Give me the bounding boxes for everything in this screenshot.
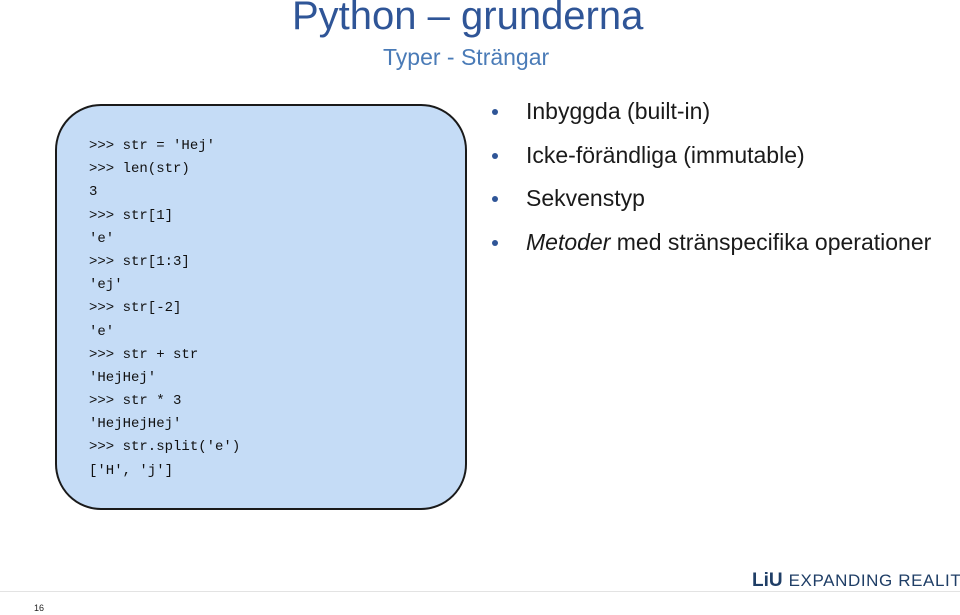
bullet-item: Sekvenstyp bbox=[490, 184, 940, 213]
code-line: ′HejHejHej′ bbox=[89, 416, 182, 433]
code-line: >>> str.split(′e′) bbox=[89, 439, 241, 456]
bullet-dot-icon bbox=[492, 109, 498, 115]
bullet-dot-icon bbox=[492, 239, 498, 246]
code-line: >>> str = ′Hej′ bbox=[89, 138, 216, 154]
code-line: >>> str[1:3] bbox=[89, 253, 190, 270]
slide-title: Python – grunderna bbox=[292, 0, 644, 38]
bullet-text: Icke-förändliga (immutable) bbox=[526, 141, 805, 168]
bullet-dot-icon bbox=[492, 152, 498, 159]
logo-mark: LiU bbox=[752, 570, 783, 591]
bullet-item: Icke-förändliga (immutable) bbox=[490, 141, 940, 170]
code-lines: >>> str = ′Hej′ >>> len(str) 3 >>> str[1… bbox=[89, 135, 240, 483]
bullet-dot-icon bbox=[492, 196, 498, 202]
bullet-text: Sekvenstyp bbox=[526, 185, 645, 211]
bullet-item: Inbyggda (built-in) bbox=[490, 97, 940, 126]
code-line: ′e′ bbox=[89, 323, 115, 340]
code-line: >>> len(str) bbox=[89, 161, 190, 178]
code-line: [′H′, ′j′] bbox=[89, 462, 174, 479]
code-line: ′HejHej′ bbox=[89, 369, 157, 386]
slide-subtitle: Typer - Strängar bbox=[383, 44, 550, 70]
footer-divider bbox=[0, 591, 960, 592]
code-line: >>> str[1] bbox=[89, 207, 174, 224]
page-number: 16 bbox=[34, 603, 45, 613]
code-line: >>> str * 3 bbox=[89, 393, 182, 410]
bullet-text: Inbyggda (built-in) bbox=[526, 98, 711, 124]
bullet-emphasis: Metoder bbox=[526, 228, 611, 255]
bullet-list: Inbyggda (built-in) Icke-förändliga (imm… bbox=[490, 97, 940, 271]
code-line: >>> str[-2] bbox=[89, 300, 182, 317]
code-line: ′e′ bbox=[89, 230, 115, 247]
code-line: ′ej′ bbox=[89, 277, 123, 294]
liu-logo: LiU EXPANDING REALITY bbox=[752, 570, 960, 592]
bullet-text: med stränspecifika operationer bbox=[610, 228, 932, 255]
code-line: >>> str + str bbox=[89, 346, 199, 363]
code-line: 3 bbox=[89, 184, 98, 201]
bullet-item: Metoder med stränspecifika operationer bbox=[490, 228, 940, 257]
logo-tagline: EXPANDING REALITY bbox=[788, 571, 960, 590]
code-example-box: >>> str = ′Hej′ >>> len(str) 3 >>> str[1… bbox=[55, 104, 467, 510]
